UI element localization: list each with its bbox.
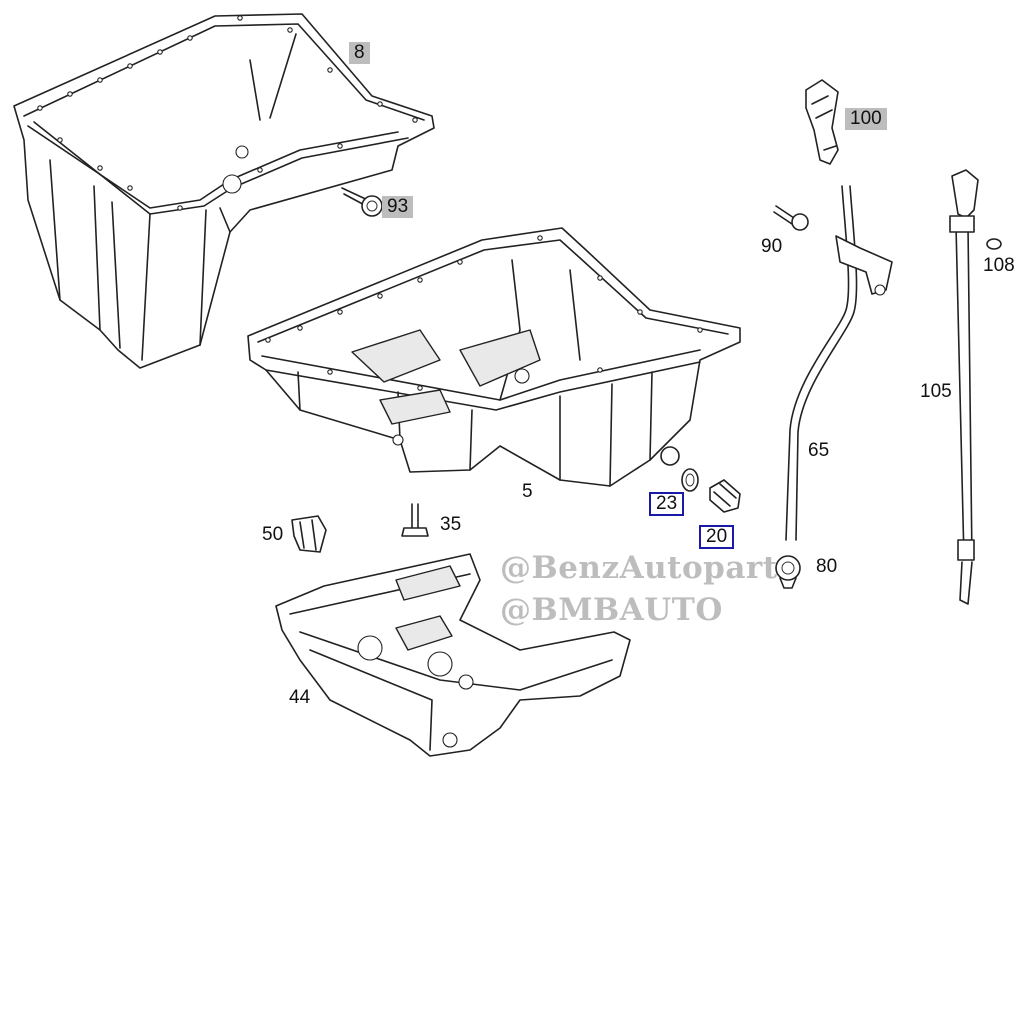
part-label-105: 105 (920, 381, 952, 402)
oil-level-sensor-100 (805, 79, 839, 165)
o-ring-108 (986, 238, 1002, 250)
part-label-65: 65 (808, 440, 830, 461)
part-label-50: 50 (262, 524, 284, 545)
part-label-5: 5 (522, 481, 533, 502)
bolt-93 (341, 187, 383, 217)
drain-plug-20 (709, 479, 741, 513)
dipstick-105 (949, 169, 979, 605)
part-label-108: 108 (983, 255, 1015, 276)
dipstick-guide-tube-65 (785, 185, 893, 541)
part-label-100: 100 (845, 108, 887, 130)
bolt-90 (773, 205, 809, 231)
part-label-93: 93 (382, 196, 414, 218)
clip-50 (291, 515, 327, 553)
part-label-80: 80 (816, 556, 838, 577)
oil-pan-lower (247, 227, 741, 487)
oil-baffle-tray (275, 553, 631, 757)
part-label-23: 23 (649, 492, 685, 516)
watermark-bmbauto: @BMBAUTO (500, 592, 723, 628)
part-label-44: 44 (289, 687, 311, 708)
bolt-35 (401, 503, 429, 537)
part-label-35: 35 (440, 514, 462, 535)
upper-oil-pan (13, 13, 435, 369)
part-label-8: 8 (349, 42, 370, 64)
part-label-20: 20 (699, 525, 735, 549)
seal-ring-23 (681, 468, 699, 492)
part-label-90: 90 (761, 236, 783, 257)
watermark-benzautopart: @BenzAutopart (500, 550, 778, 586)
plug-80 (775, 555, 801, 589)
